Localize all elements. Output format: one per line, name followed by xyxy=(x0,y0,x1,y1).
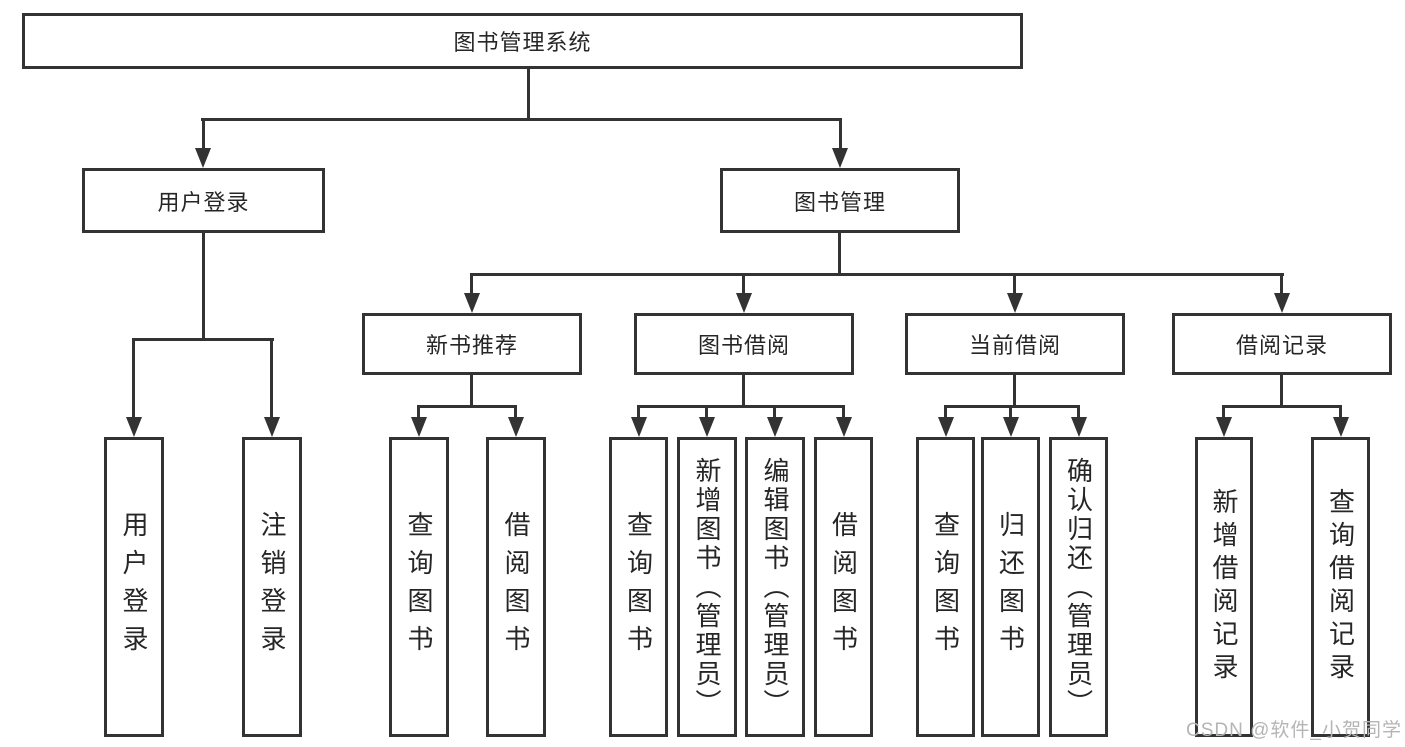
arrow-down-icon xyxy=(1003,417,1019,437)
connector-vline xyxy=(842,405,845,419)
connector-vline xyxy=(705,405,708,419)
arrow-down-icon xyxy=(631,417,647,437)
node-root-system: 图书管理系统 xyxy=(22,13,1023,69)
leaf-bb-add-books-admin: 新增图书（管理员） xyxy=(677,437,737,737)
arrow-down-icon xyxy=(464,293,480,313)
connector-hline xyxy=(944,405,1080,408)
leaf-br-add-record: 新增借阅记录 xyxy=(1195,437,1253,737)
connector-vline xyxy=(839,118,842,150)
connector-vline xyxy=(637,405,640,419)
leaf-br-query-record: 查询借阅记录 xyxy=(1311,437,1370,737)
connector-hline xyxy=(470,273,1284,276)
leaf-user-login-label: 用户登录 xyxy=(119,511,149,663)
connector-vline xyxy=(1280,273,1283,295)
arrow-down-icon xyxy=(1333,417,1349,437)
connector-vline xyxy=(470,273,473,295)
leaf-cb-query-books-label: 查询图书 xyxy=(930,511,961,663)
node-book-management-label: 图书管理 xyxy=(793,189,886,215)
connector-vline xyxy=(270,338,273,419)
connector-vline xyxy=(202,233,205,340)
arrow-down-icon xyxy=(1216,417,1232,437)
node-new-book-recommend: 新书推荐 xyxy=(362,313,582,375)
leaf-nb-borrow-books: 借阅图书 xyxy=(486,437,546,737)
arrow-down-icon xyxy=(699,417,715,437)
connector-hline xyxy=(132,338,274,341)
leaf-bb-add-books-admin-label: 新增图书（管理员） xyxy=(692,456,722,718)
connector-vline xyxy=(417,405,420,419)
node-user-login: 用户登录 xyxy=(82,168,325,233)
leaf-cb-return-books-label: 归还图书 xyxy=(995,511,1026,663)
arrow-down-icon xyxy=(195,148,211,168)
connector-hline xyxy=(201,118,841,121)
csdn-watermark: CSDN @软件_小贺同学 xyxy=(1186,720,1402,741)
connector-vline xyxy=(1280,375,1283,407)
connector-hline xyxy=(417,405,517,408)
leaf-bb-borrow-books-label: 借阅图书 xyxy=(828,511,859,663)
leaf-cb-query-books: 查询图书 xyxy=(916,437,975,737)
connector-vline xyxy=(202,118,205,150)
connector-hline xyxy=(1222,405,1342,408)
arrow-down-icon xyxy=(1274,293,1290,313)
node-book-borrow-label: 图书借阅 xyxy=(697,333,790,358)
leaf-nb-query-books-label: 查询图书 xyxy=(404,511,434,663)
node-current-borrow: 当前借阅 xyxy=(905,313,1125,375)
node-borrow-records: 借阅记录 xyxy=(1172,313,1392,375)
leaf-user-login: 用户登录 xyxy=(104,437,164,737)
arrow-down-icon xyxy=(264,417,280,437)
connector-hline xyxy=(637,405,845,408)
node-book-management: 图书管理 xyxy=(720,168,960,233)
arrow-down-icon xyxy=(411,417,427,437)
connector-vline xyxy=(1339,405,1342,419)
leaf-bb-query-books-label: 查询图书 xyxy=(623,511,654,663)
connector-vline xyxy=(742,375,745,407)
connector-vline xyxy=(132,338,135,419)
arrow-down-icon xyxy=(508,417,524,437)
connector-vline xyxy=(1013,375,1016,407)
leaf-logout: 注销登录 xyxy=(242,437,302,737)
arrow-down-icon xyxy=(767,417,783,437)
node-borrow-records-label: 借阅记录 xyxy=(1235,333,1328,358)
arrow-down-icon xyxy=(832,148,848,168)
leaf-bb-query-books: 查询图书 xyxy=(609,437,668,737)
node-user-login-label: 用户登录 xyxy=(157,189,250,215)
connector-vline xyxy=(1009,405,1012,419)
leaf-logout-label: 注销登录 xyxy=(257,511,287,663)
connector-vline xyxy=(838,233,841,276)
arrow-down-icon xyxy=(938,417,954,437)
leaf-cb-return-books: 归还图书 xyxy=(981,437,1040,737)
connector-vline xyxy=(1222,405,1225,419)
leaf-bb-edit-books-admin-label: 编辑图书（管理员） xyxy=(760,456,790,718)
connector-vline xyxy=(514,405,517,419)
node-book-borrow: 图书借阅 xyxy=(634,313,854,375)
connector-vline xyxy=(944,405,947,419)
arrow-down-icon xyxy=(1071,417,1087,437)
connector-vline xyxy=(527,69,530,118)
connector-vline xyxy=(773,405,776,419)
leaf-br-query-record-label: 查询借阅记录 xyxy=(1325,488,1356,686)
node-new-book-recommend-label: 新书推荐 xyxy=(425,333,518,358)
leaf-br-add-record-label: 新增借阅记录 xyxy=(1209,488,1239,686)
connector-vline xyxy=(1077,405,1080,419)
arrow-down-icon xyxy=(836,417,852,437)
arrow-down-icon xyxy=(736,293,752,313)
leaf-cb-confirm-return-admin: 确认归还（管理员） xyxy=(1049,437,1108,737)
connector-vline xyxy=(742,273,745,295)
node-root-label: 图书管理系统 xyxy=(453,30,592,55)
leaf-nb-borrow-books-label: 借阅图书 xyxy=(501,511,531,663)
connector-vline xyxy=(1013,273,1016,295)
leaf-bb-edit-books-admin: 编辑图书（管理员） xyxy=(745,437,805,737)
leaf-nb-query-books: 查询图书 xyxy=(389,437,449,737)
arrow-down-icon xyxy=(126,417,142,437)
connector-vline xyxy=(470,375,473,407)
leaf-bb-borrow-books: 借阅图书 xyxy=(814,437,873,737)
node-current-borrow-label: 当前借阅 xyxy=(968,333,1061,358)
arrow-down-icon xyxy=(1007,293,1023,313)
leaf-cb-confirm-return-admin-label: 确认归还（管理员） xyxy=(1063,456,1094,718)
